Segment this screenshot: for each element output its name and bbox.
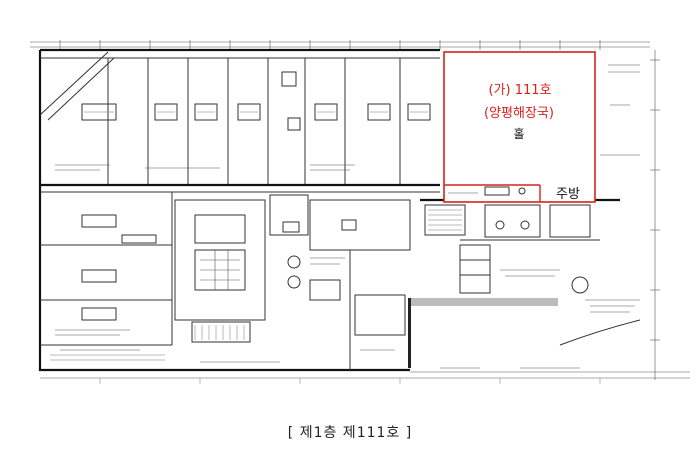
upper-units	[40, 58, 440, 193]
lower-left-units	[40, 192, 173, 361]
restaurant-name-label: (양평해장국)	[484, 106, 554, 121]
floor-plan: (가) 111호 (양평해장국) 홀 주방	[30, 40, 690, 384]
unit-number-label: (가) 111호	[488, 83, 551, 98]
kitchen-label: 주방	[556, 187, 580, 202]
core-area	[174, 194, 309, 343]
right-dimension-line	[600, 50, 660, 380]
top-dimension-line	[30, 40, 650, 50]
floor-caption: [ 제1층 제111호 ]	[287, 425, 413, 441]
unit-111-highlight: (가) 111호 (양평해장국) 홀 주방	[443, 51, 596, 203]
middle-right-area	[309, 199, 411, 370]
right-service-area	[408, 198, 641, 368]
bottom-road	[40, 361, 690, 384]
hall-label: 홀	[513, 127, 524, 141]
building-outline	[38, 48, 440, 372]
